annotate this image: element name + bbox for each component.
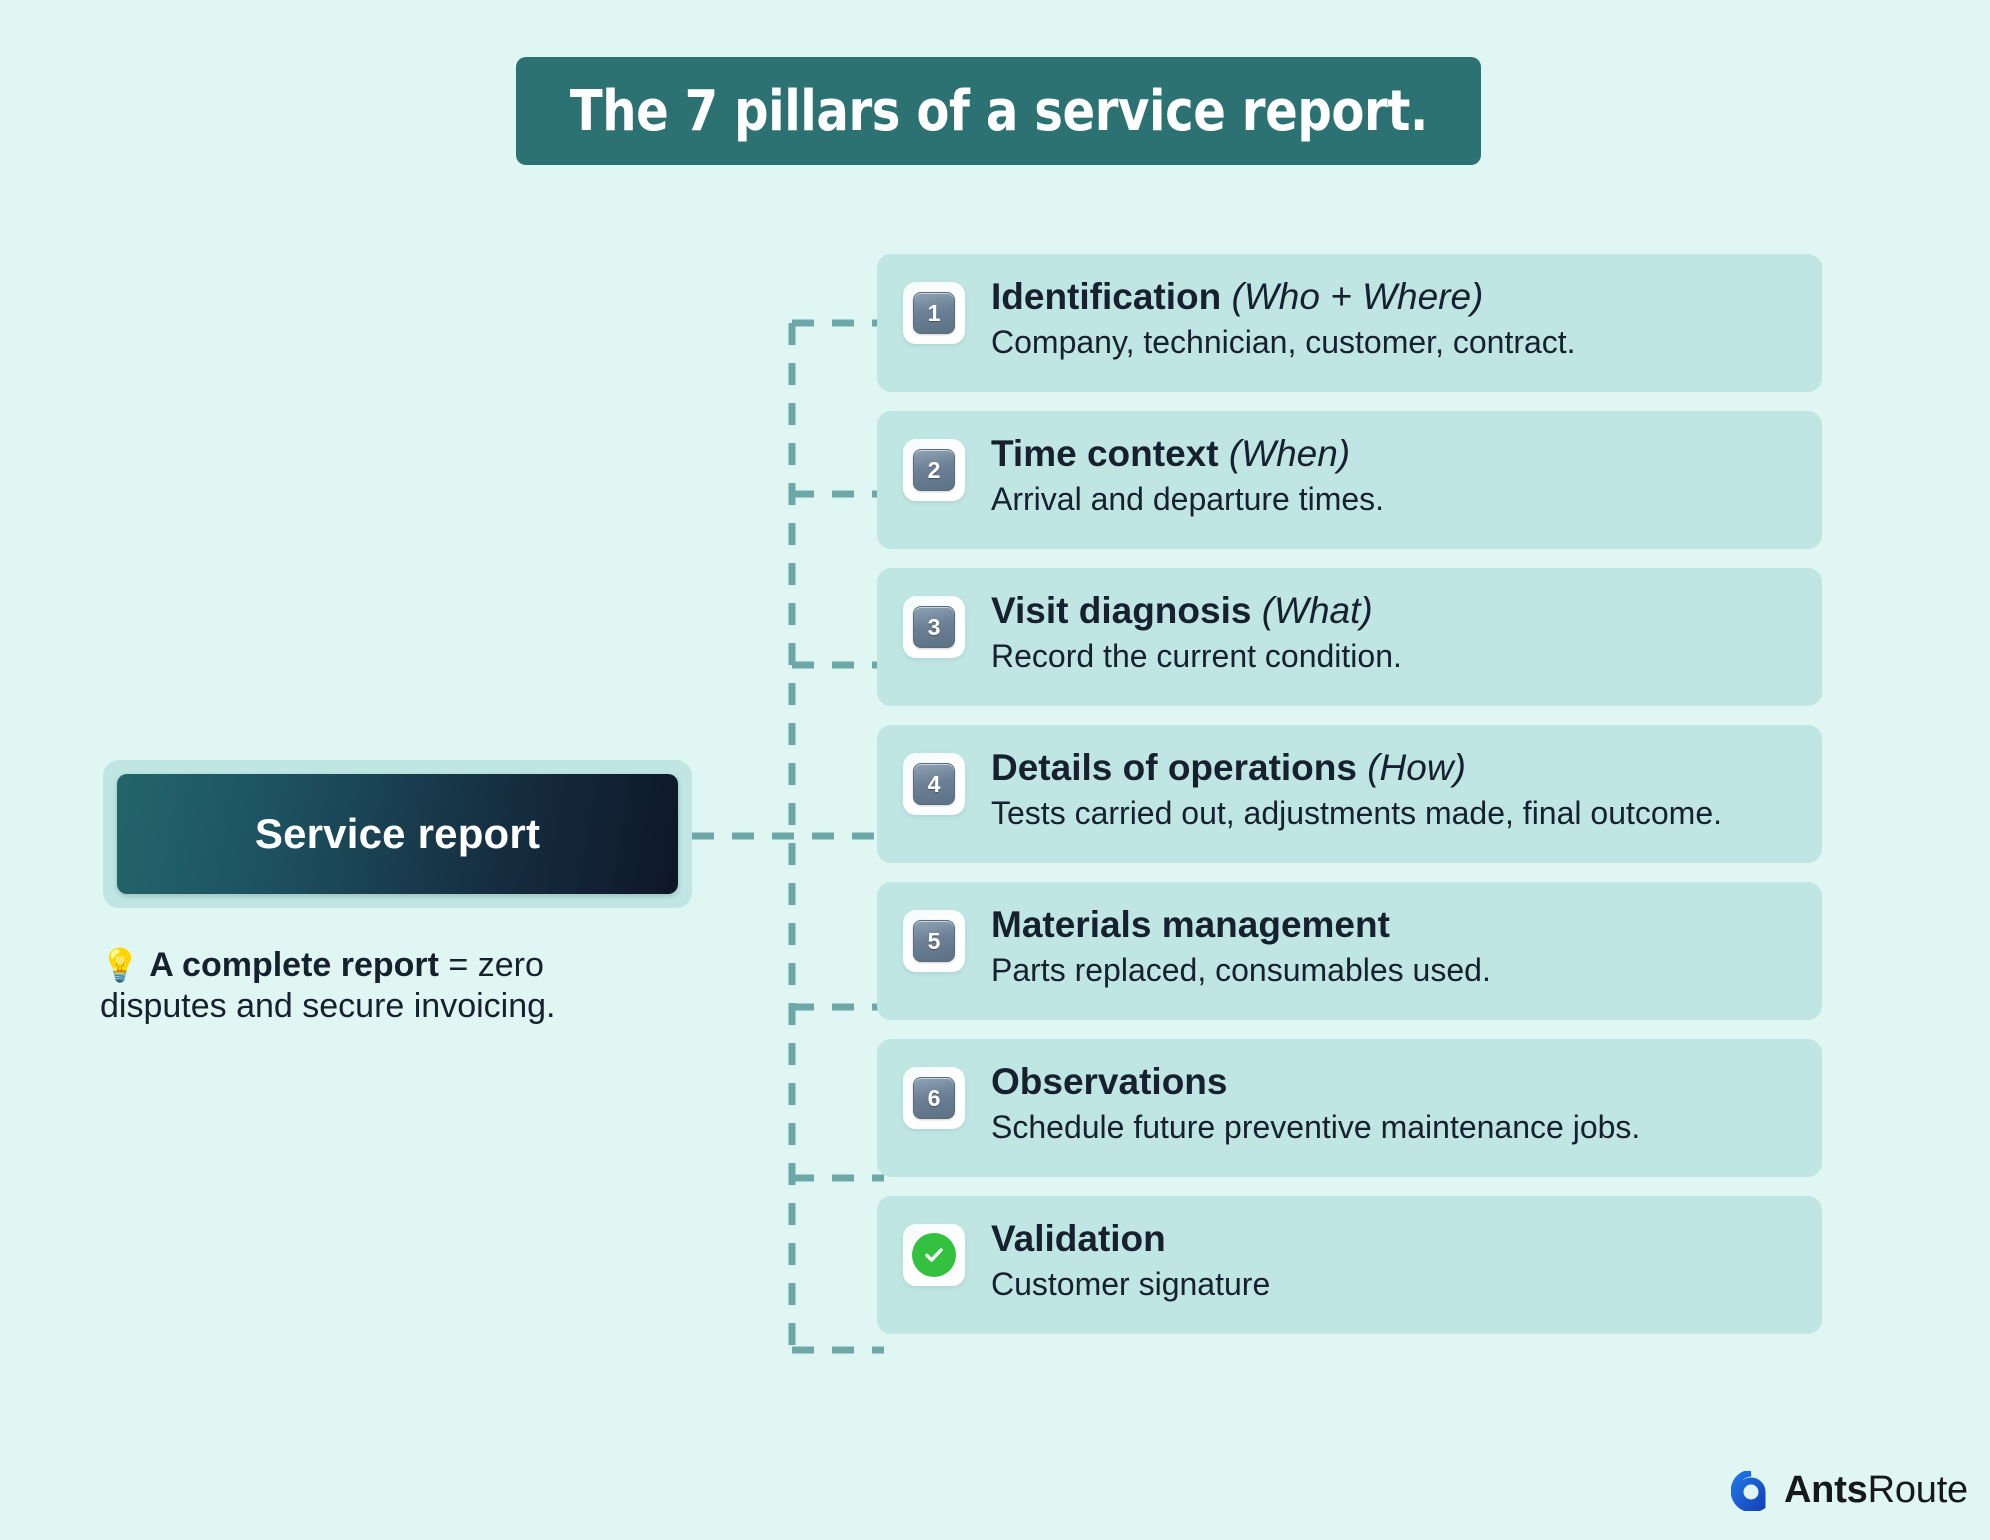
pillar-card[interactable]: 1 Identification (Who + Where) Company, … bbox=[877, 254, 1822, 392]
card-title-main: Observations bbox=[991, 1061, 1228, 1102]
card-subtitle: Tests carried out, adjustments made, fin… bbox=[991, 795, 1723, 832]
card-title: Visit diagnosis (What) bbox=[991, 590, 1402, 631]
badge-tile: 1 bbox=[903, 282, 965, 344]
antsroute-logo-icon bbox=[1730, 1470, 1766, 1511]
card-title-paren: (How) bbox=[1367, 747, 1466, 788]
badge-tile: 2 bbox=[903, 439, 965, 501]
card-title: Identification (Who + Where) bbox=[991, 276, 1576, 317]
card-subtitle: Parts replaced, consumables used. bbox=[991, 952, 1491, 989]
keycap-5-icon: 5 bbox=[913, 920, 955, 962]
card-title: Observations bbox=[991, 1061, 1640, 1102]
service-report-node-frame: Service report bbox=[103, 760, 692, 908]
pillar-card[interactable]: 5 Materials management Parts replaced, c… bbox=[877, 882, 1822, 1020]
card-subtitle: Customer signature bbox=[991, 1266, 1271, 1303]
card-text: Time context (When) Arrival and departur… bbox=[991, 433, 1384, 519]
card-subtitle: Company, technician, customer, contract. bbox=[991, 324, 1576, 361]
badge-tile: 3 bbox=[903, 596, 965, 658]
card-text: Visit diagnosis (What) Record the curren… bbox=[991, 590, 1402, 676]
card-title-main: Identification bbox=[991, 276, 1222, 317]
page-title-banner: The 7 pillars of a service report. bbox=[516, 57, 1481, 165]
pillar-card[interactable]: 4 Details of operations (How) Tests carr… bbox=[877, 725, 1822, 863]
keycap-6-icon: 6 bbox=[913, 1077, 955, 1119]
antsroute-logo: AntsRoute bbox=[1730, 1469, 1968, 1512]
keycap-4-icon: 4 bbox=[913, 763, 955, 805]
caption-rest: = zero disputes and secure invoicing. bbox=[100, 946, 556, 1026]
card-text: Identification (Who + Where) Company, te… bbox=[991, 276, 1576, 362]
caption-text: 💡 A complete report = zero disputes and … bbox=[100, 945, 660, 1028]
service-report-node[interactable]: Service report bbox=[117, 774, 678, 894]
pillar-card[interactable]: 6 Observations Schedule future preventiv… bbox=[877, 1039, 1822, 1177]
card-title-main: Materials management bbox=[991, 904, 1390, 945]
card-title-main: Visit diagnosis bbox=[991, 590, 1252, 631]
logo-name-light: Route bbox=[1867, 1469, 1969, 1511]
service-report-label: Service report bbox=[254, 810, 541, 857]
card-text: Observations Schedule future preventive … bbox=[991, 1061, 1640, 1147]
card-subtitle: Record the current condition. bbox=[991, 638, 1402, 675]
caption-strong: A complete report bbox=[149, 946, 439, 984]
lightbulb-icon: 💡 bbox=[100, 947, 140, 983]
badge-tile: 5 bbox=[903, 910, 965, 972]
pillar-card[interactable]: 2 Time context (When) Arrival and depart… bbox=[877, 411, 1822, 549]
card-title-main: Time context bbox=[991, 433, 1219, 474]
keycap-1-icon: 1 bbox=[913, 292, 955, 334]
card-title-paren: (When) bbox=[1228, 433, 1351, 474]
card-text: Details of operations (How) Tests carrie… bbox=[991, 747, 1722, 833]
card-title: Materials management bbox=[991, 904, 1491, 945]
pillar-card[interactable]: Validation Customer signature bbox=[877, 1196, 1822, 1334]
green-check-icon bbox=[912, 1233, 956, 1277]
card-title: Details of operations (How) bbox=[991, 747, 1722, 788]
pillar-card[interactable]: 3 Visit diagnosis (What) Record the curr… bbox=[877, 568, 1822, 706]
card-title-paren: (What) bbox=[1261, 590, 1373, 631]
pillars-list: 1 Identification (Who + Where) Company, … bbox=[877, 254, 1822, 1353]
logo-name-bold: Ants bbox=[1783, 1469, 1868, 1511]
badge-tile: 4 bbox=[903, 753, 965, 815]
card-subtitle: Schedule future preventive maintenance j… bbox=[991, 1109, 1641, 1146]
card-title-main: Validation bbox=[991, 1218, 1166, 1259]
card-subtitle: Arrival and departure times. bbox=[991, 481, 1385, 518]
antsroute-logo-text: AntsRoute bbox=[1784, 1469, 1968, 1512]
card-title-main: Details of operations bbox=[991, 747, 1357, 788]
card-text: Materials management Parts replaced, con… bbox=[991, 904, 1491, 990]
card-text: Validation Customer signature bbox=[991, 1218, 1270, 1304]
keycap-3-icon: 3 bbox=[913, 606, 955, 648]
badge-tile: 6 bbox=[903, 1067, 965, 1129]
badge-tile bbox=[903, 1224, 965, 1286]
card-title: Time context (When) bbox=[991, 433, 1384, 474]
keycap-2-icon: 2 bbox=[913, 449, 955, 491]
card-title-paren: (Who + Where) bbox=[1231, 276, 1484, 317]
page-title: The 7 pillars of a service report. bbox=[569, 78, 1428, 144]
card-title: Validation bbox=[991, 1218, 1270, 1259]
